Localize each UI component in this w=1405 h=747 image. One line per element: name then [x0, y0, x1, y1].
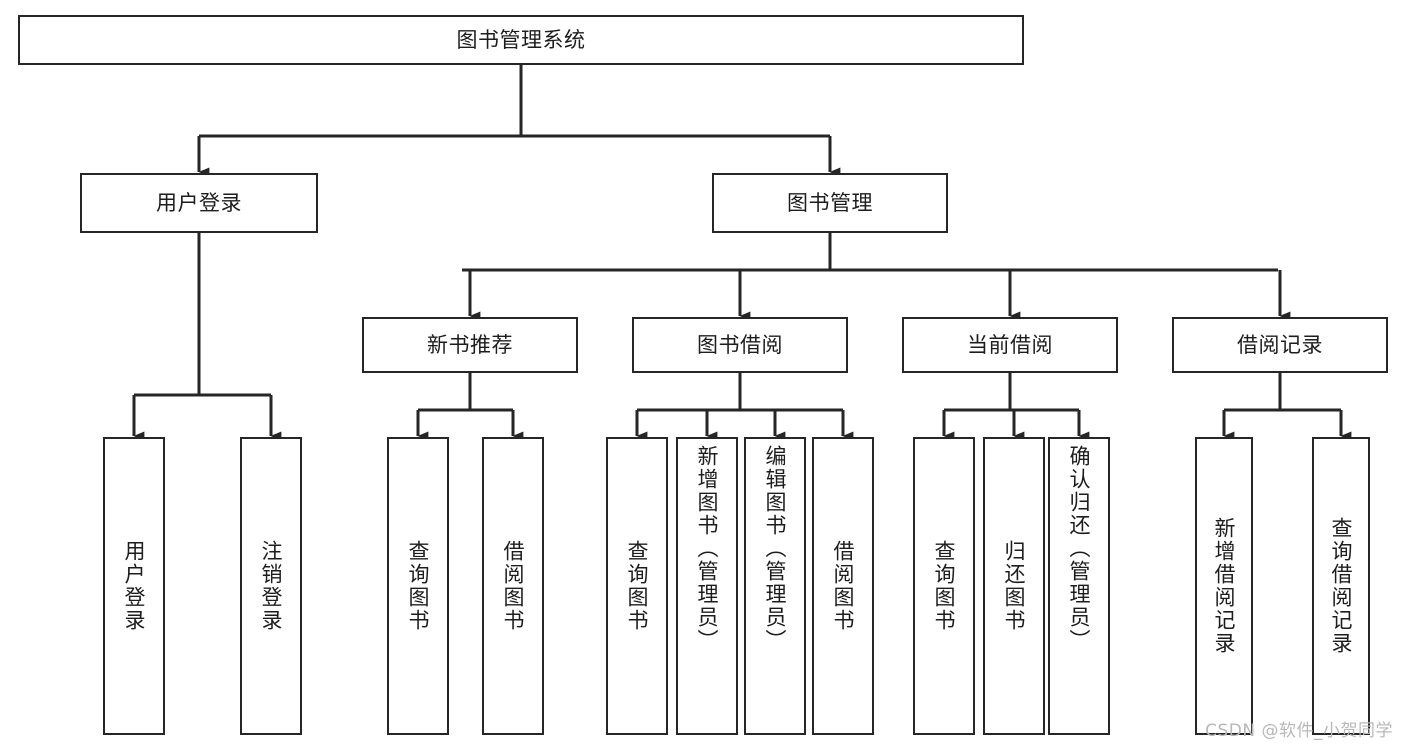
node-borrow-records[interactable]: 借阅记录 — [1172, 317, 1388, 373]
node-book-borrow-label: 图书借阅 — [697, 332, 783, 357]
node-leaf-edit-book-admin-label: 编辑图书（管理员） — [763, 445, 788, 652]
node-leaf-borrow-book-2[interactable]: 借阅图书 — [812, 437, 874, 735]
node-leaf-user-login[interactable]: 用户登录 — [103, 437, 165, 735]
node-user-login[interactable]: 用户登录 — [80, 173, 318, 233]
node-leaf-query-borrow-record-label: 查询借阅记录 — [1329, 517, 1354, 655]
node-leaf-add-borrow-record[interactable]: 新增借阅记录 — [1195, 437, 1253, 735]
node-user-login-label: 用户登录 — [156, 190, 242, 215]
node-current-borrow-label: 当前借阅 — [967, 332, 1053, 357]
node-leaf-query-book-3[interactable]: 查询图书 — [913, 437, 975, 735]
node-leaf-query-book-3-label: 查询图书 — [932, 540, 957, 632]
node-book-borrow[interactable]: 图书借阅 — [632, 317, 848, 373]
node-leaf-add-book-admin-label: 新增图书（管理员） — [695, 445, 720, 652]
node-leaf-borrow-book-1[interactable]: 借阅图书 — [482, 437, 544, 735]
node-new-book-recommend[interactable]: 新书推荐 — [362, 317, 578, 373]
node-leaf-confirm-return-admin[interactable]: 确认归还（管理员） — [1048, 437, 1110, 735]
node-leaf-return-book-label: 归还图书 — [1002, 540, 1027, 632]
node-leaf-borrow-book-2-label: 借阅图书 — [831, 540, 856, 632]
node-root-label: 图书管理系统 — [456, 27, 586, 52]
node-leaf-return-book[interactable]: 归还图书 — [983, 437, 1045, 735]
node-current-borrow[interactable]: 当前借阅 — [902, 317, 1118, 373]
node-leaf-borrow-book-1-label: 借阅图书 — [501, 540, 526, 632]
node-leaf-query-borrow-record[interactable]: 查询借阅记录 — [1312, 437, 1370, 735]
node-leaf-query-book-2[interactable]: 查询图书 — [606, 437, 668, 735]
node-root[interactable]: 图书管理系统 — [18, 15, 1024, 65]
node-borrow-records-label: 借阅记录 — [1237, 332, 1323, 357]
csdn-watermark: CSDN @软件_小贺同学 — [1205, 721, 1393, 741]
node-leaf-edit-book-admin[interactable]: 编辑图书（管理员） — [744, 437, 806, 735]
node-leaf-query-book-1[interactable]: 查询图书 — [387, 437, 449, 735]
node-leaf-query-book-2-label: 查询图书 — [625, 540, 650, 632]
node-leaf-logout-login[interactable]: 注销登录 — [240, 437, 302, 735]
node-leaf-query-book-1-label: 查询图书 — [406, 540, 431, 632]
node-new-book-recommend-label: 新书推荐 — [427, 332, 513, 357]
node-book-manage-label: 图书管理 — [787, 190, 873, 215]
node-leaf-logout-login-label: 注销登录 — [259, 540, 284, 632]
node-leaf-user-login-label: 用户登录 — [122, 540, 147, 632]
node-leaf-add-book-admin[interactable]: 新增图书（管理员） — [676, 437, 738, 735]
node-leaf-confirm-return-admin-label: 确认归还（管理员） — [1067, 445, 1092, 652]
node-book-manage[interactable]: 图书管理 — [712, 173, 948, 233]
node-leaf-add-borrow-record-label: 新增借阅记录 — [1212, 517, 1237, 655]
